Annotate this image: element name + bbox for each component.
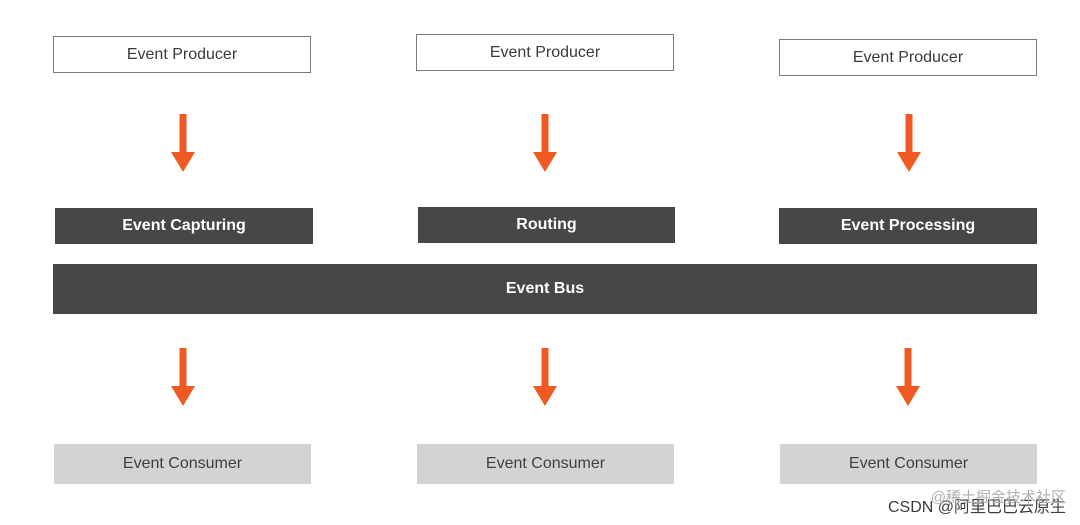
event-producer-label: Event Producer xyxy=(126,45,238,63)
routing-label: Routing xyxy=(516,216,577,233)
event-producer-label: Event Producer xyxy=(852,48,964,66)
event-consumer-label: Event Consumer xyxy=(848,455,969,472)
event-bus-label: Event Bus xyxy=(505,280,585,297)
event-consumer-label: Event Consumer xyxy=(122,455,243,472)
event-consumer-box-3: Event Consumer xyxy=(780,444,1037,484)
routing-box: Routing xyxy=(418,207,675,243)
watermark-bottom: CSDN @阿里巴巴云原生 xyxy=(887,499,1066,516)
event-consumer-label: Event Consumer xyxy=(485,455,606,472)
event-processing-label: Event Processing xyxy=(840,217,976,234)
event-producer-label: Event Producer xyxy=(489,43,601,61)
watermark-top: @稀土掘金技术社区 xyxy=(930,489,1066,506)
event-capturing-box: Event Capturing xyxy=(55,208,313,244)
down-arrow-icon xyxy=(533,348,557,406)
watermark: @稀土掘金技术社区 CSDN @阿里巴巴云原生 xyxy=(888,481,1066,517)
event-bus-box: Event Bus xyxy=(53,264,1037,314)
event-capturing-label: Event Capturing xyxy=(122,217,246,234)
event-consumer-box-2: Event Consumer xyxy=(417,444,674,484)
event-consumer-box-1: Event Consumer xyxy=(54,444,311,484)
event-producer-box-2: Event Producer xyxy=(416,34,674,71)
down-arrow-icon xyxy=(171,348,195,406)
event-producer-box-1: Event Producer xyxy=(53,36,311,73)
down-arrow-icon xyxy=(897,114,921,172)
down-arrow-icon xyxy=(896,348,920,406)
down-arrow-icon xyxy=(171,114,195,172)
event-producer-box-3: Event Producer xyxy=(779,39,1037,76)
down-arrow-icon xyxy=(533,114,557,172)
event-processing-box: Event Processing xyxy=(779,208,1037,244)
